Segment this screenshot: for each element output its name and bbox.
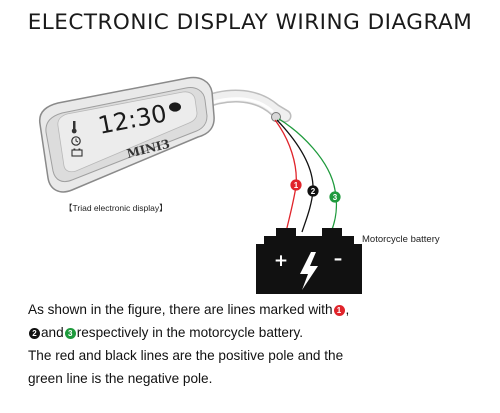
black-wire <box>276 119 314 233</box>
wire-split-point <box>271 112 281 122</box>
number-badge-1: 1 <box>333 305 345 316</box>
display-button <box>169 102 181 112</box>
green-wire <box>278 118 338 233</box>
description-line-4: green line is the negative pole. <box>28 371 213 386</box>
battery-icon <box>71 148 83 157</box>
number-badge-3: 3 <box>64 328 76 339</box>
battery-terminal-negative <box>322 228 342 236</box>
lightning-bolt-icon <box>300 252 318 290</box>
motorcycle-battery: + – <box>256 228 362 294</box>
battery-terminal-positive <box>276 228 296 236</box>
svg-text:2: 2 <box>311 187 316 196</box>
battery-minus-sign: – <box>334 249 343 269</box>
description-line-1: As shown in the figure, there are lines … <box>28 302 350 317</box>
svg-text:1: 1 <box>294 181 299 190</box>
number-badge-2: 2 <box>29 328 40 339</box>
svg-text:3: 3 <box>333 193 338 202</box>
battery-label: Motorcycle battery <box>362 234 440 245</box>
description-line-3: The red and black lines are the positive… <box>28 348 344 363</box>
wire-badge-3: 3 <box>329 191 341 203</box>
description-text: As shown in the figure, there are lines … <box>28 298 488 390</box>
battery-plus-sign: + <box>274 251 288 271</box>
red-wire <box>274 119 297 233</box>
thermometer-icon <box>71 121 77 134</box>
wire-badge-1: 1 <box>290 179 302 191</box>
display-caption: 【Triad electronic display】 <box>64 203 168 213</box>
wire-badge-2: 2 <box>307 185 319 197</box>
diagram-title: ELECTRONIC DISPLAY WIRING DIAGRAM <box>27 10 473 35</box>
triad-display-unit: 12:30 MINI3 <box>38 76 215 193</box>
clock-icon <box>71 136 81 146</box>
